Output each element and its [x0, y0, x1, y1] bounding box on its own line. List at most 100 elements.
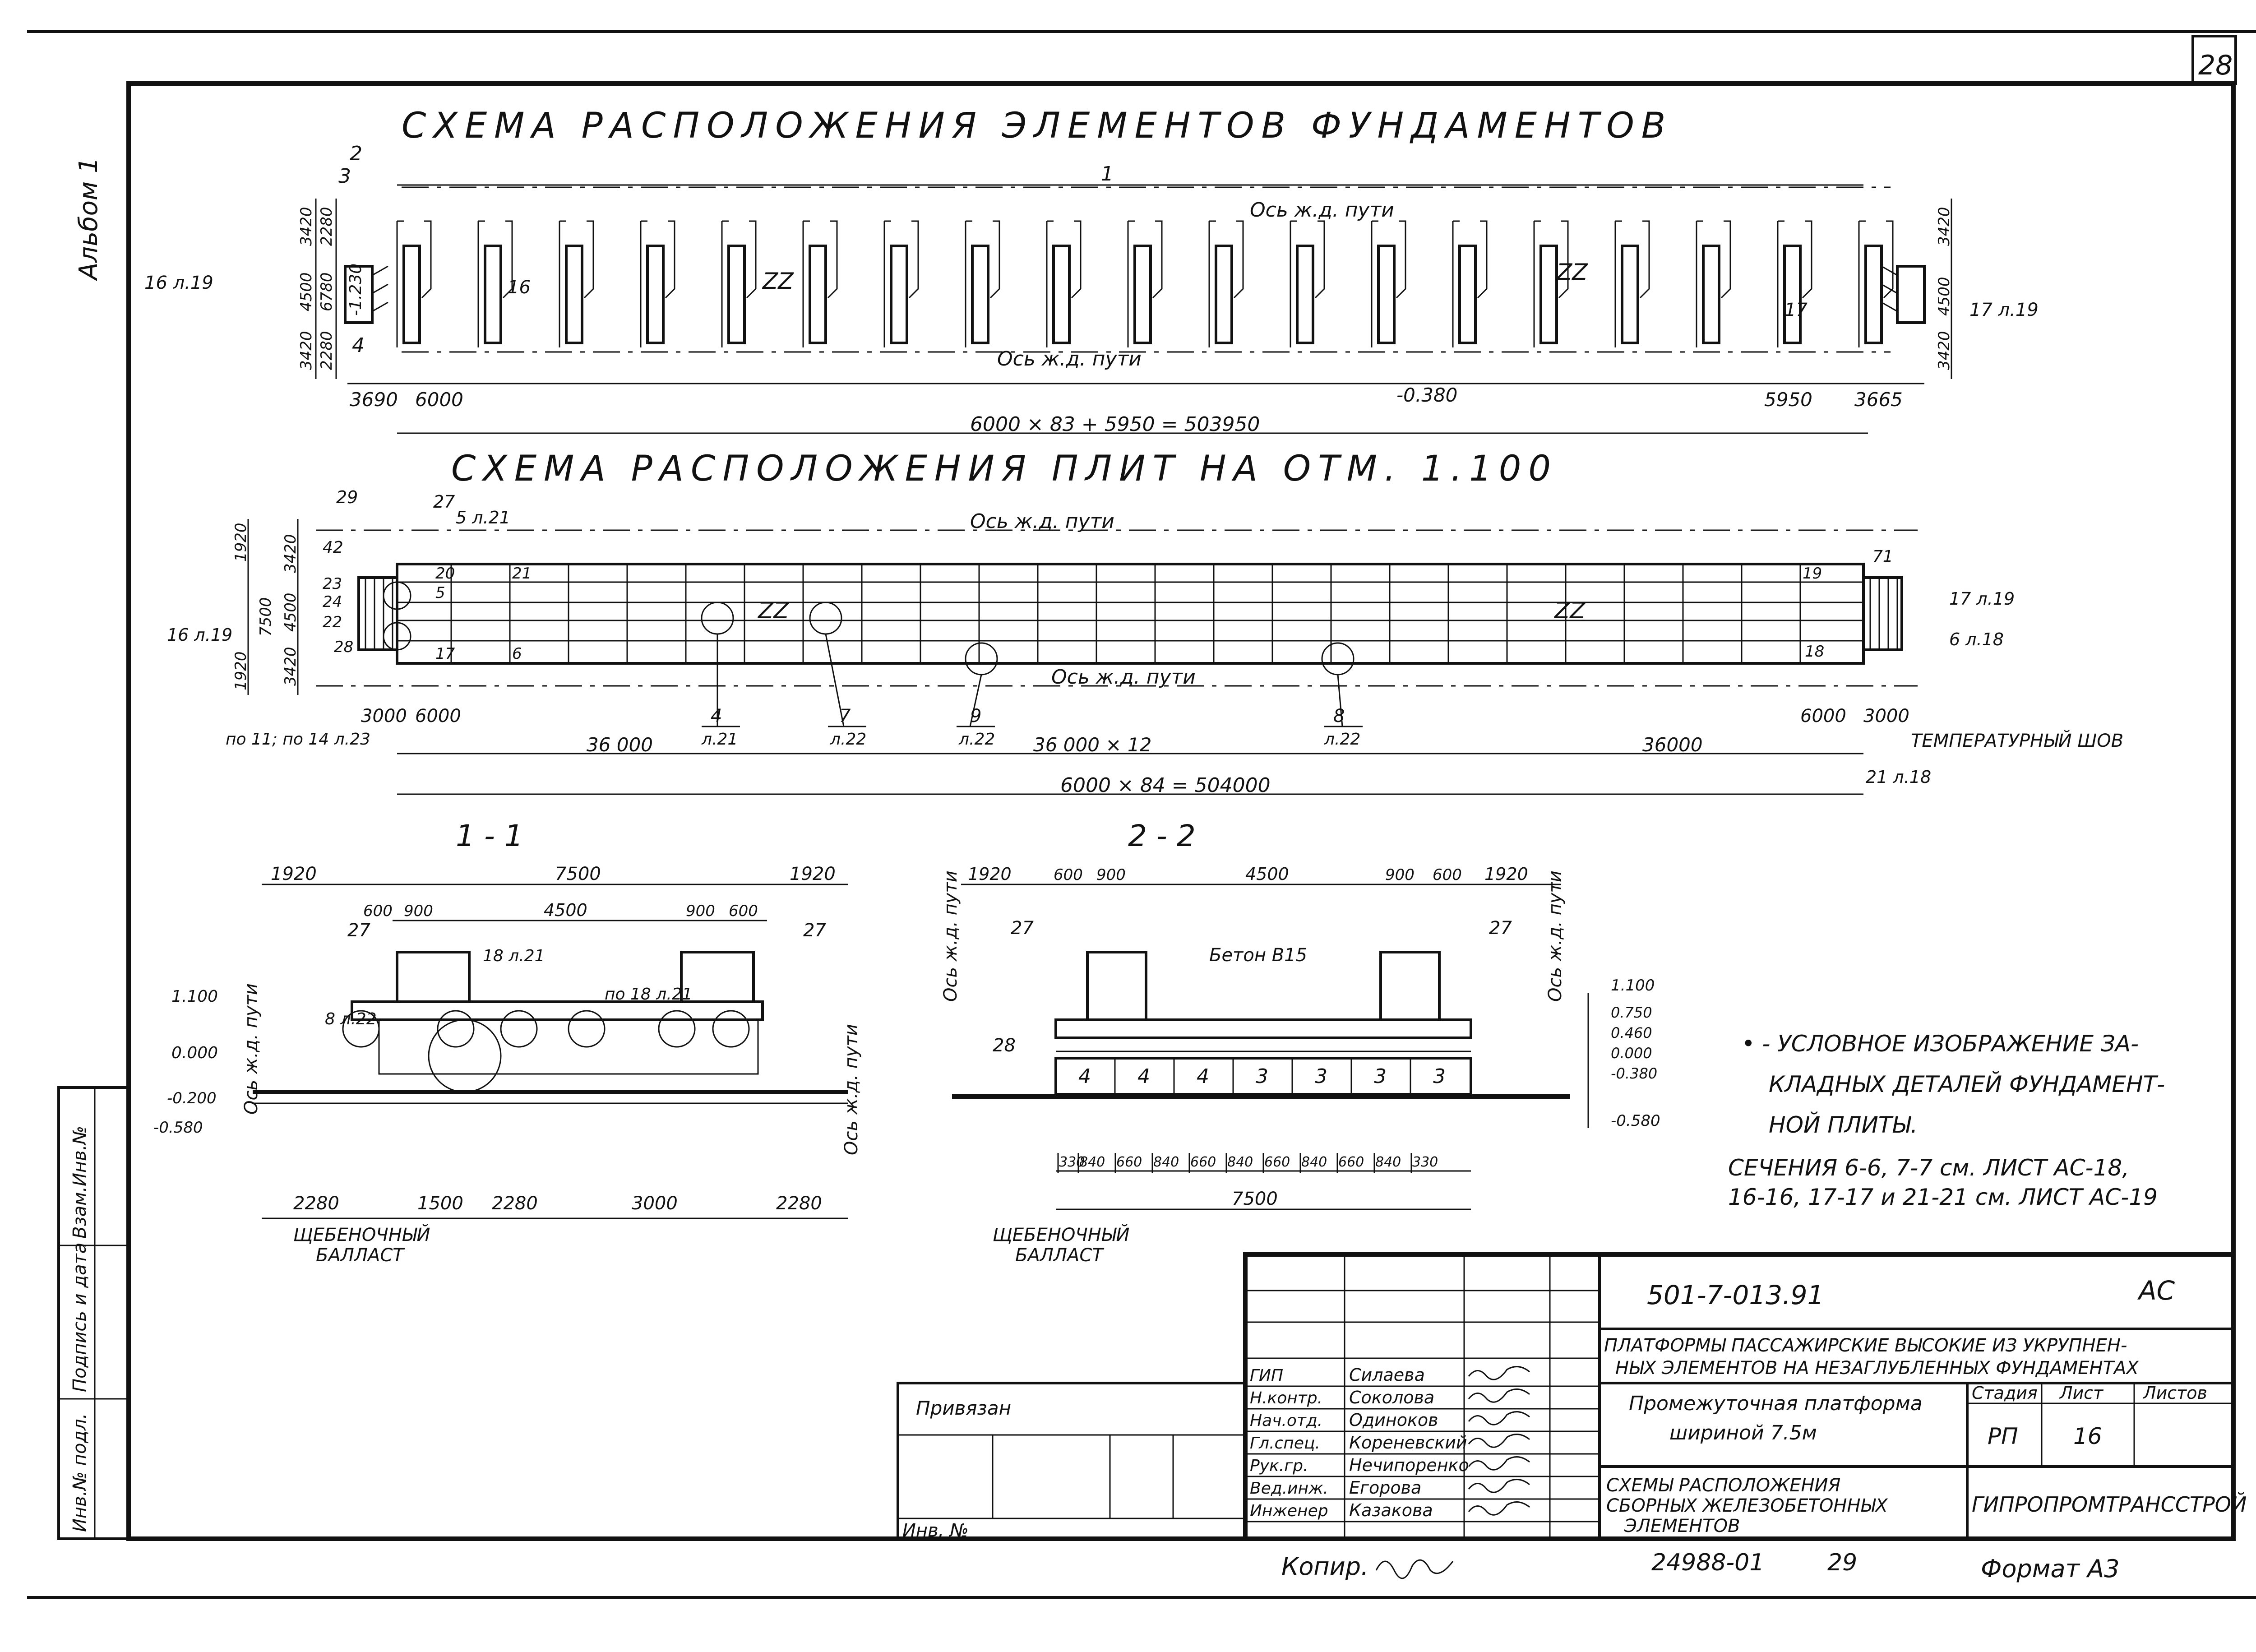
plan2-dim-4: 36000 [1642, 734, 1703, 756]
foundation-pad [1127, 220, 1163, 347]
end-block-left [344, 265, 388, 324]
end-hatch-left [357, 576, 411, 651]
svg-text:2280: 2280 [318, 207, 336, 246]
svg-text:-0.580: -0.580 [1611, 1112, 1660, 1130]
plan1-label-3: 3 [338, 165, 351, 188]
svg-text:1920: 1920 [232, 651, 250, 690]
signature [1468, 1501, 1530, 1516]
tb-role: Рук.гр. [1250, 1457, 1308, 1475]
svg-text:0.460: 0.460 [1611, 1024, 1652, 1041]
plan2-axis-bottom: Ось ж.д. пути [1051, 666, 1196, 689]
svg-text:22: 22 [323, 613, 342, 631]
callout-9-sheet: л.22 [958, 730, 995, 749]
end-hatch-right [1862, 576, 1903, 651]
section11-axis-left: Ось ж.д. пути [241, 983, 262, 1115]
svg-text:1920: 1920 [1484, 864, 1528, 884]
bottom-dim: 840 [1153, 1154, 1179, 1170]
section11-dim-2: 1920 [790, 864, 836, 884]
section11-level-1: 0.000 [171, 1044, 218, 1062]
signature [1468, 1366, 1530, 1380]
svg-text:4500: 4500 [1935, 277, 1953, 316]
svg-text:6: 6 [512, 645, 522, 663]
plan1-axis-top: Ось ж.д. пути [1250, 199, 1394, 222]
svg-text:7500: 7500 [257, 597, 275, 636]
signature [1468, 1434, 1530, 1448]
svg-text:0.750: 0.750 [1611, 1004, 1652, 1021]
tb-doc-code: 501-7-013.91 [1647, 1280, 1824, 1310]
tb-project-2: НЫХ ЭЛЕМЕНТОВ НА НЕЗАГЛУБЛЕННЫХ ФУНДАМЕН… [1615, 1358, 2139, 1379]
tb-archive: 24988-01 [1651, 1549, 1764, 1576]
slab-plan: СХЕМА РАСПОЛОЖЕНИЯ ПЛИТ НА ОТМ. 1.100 Ос… [167, 449, 2123, 797]
svg-text:1920: 1920 [232, 523, 250, 562]
foundation-pad [1046, 220, 1082, 347]
plan1-label-4: 4 [352, 334, 365, 357]
svg-text:19: 19 [1803, 565, 1822, 583]
plan1-right-dims: 3420 4500 3420 [1935, 199, 1953, 379]
svg-text:3420: 3420 [282, 534, 300, 573]
foundation-block-label: 3 [1256, 1065, 1268, 1088]
sections-note-2: 16-16, 17-17 и 21-21 см. ЛИСТ АС-19 [1728, 1184, 2158, 1210]
foundation-pad [802, 220, 838, 347]
foundation-pad [477, 220, 513, 347]
signature [1468, 1411, 1530, 1425]
section-1-1: 1 - 1 1920 7500 1920 600 900 4500 900 60… [153, 819, 862, 1266]
callout-8-num: 8 [1333, 706, 1345, 727]
section22-label-28: 28 [993, 1035, 1016, 1056]
plan1-dim-1: 6000 [415, 389, 463, 411]
plan2-callout-circles [701, 602, 1363, 727]
svg-text:17: 17 [435, 645, 455, 663]
svg-text:2280: 2280 [776, 1193, 822, 1214]
section11-dim-1: 7500 [555, 864, 601, 884]
svg-text:ZZ: ZZ [762, 268, 794, 294]
foundation-block-label: 3 [1374, 1065, 1387, 1088]
section22-label-27l: 27 [1011, 918, 1034, 939]
side-stamp-replace: Взам.Инв.№ [69, 1126, 90, 1239]
plan2-dim-6: 3000 [1863, 706, 1909, 727]
svg-text:23: 23 [323, 575, 342, 593]
svg-text:24: 24 [323, 593, 342, 611]
slab-strip [396, 563, 1865, 665]
svg-text:-0.380: -0.380 [1611, 1065, 1657, 1082]
section22-ballast-1: ЩЕБЕНОЧНЫЙ [993, 1224, 1129, 1245]
section11-level-2: -0.200 [167, 1089, 217, 1107]
foundation-block-label: 4 [1197, 1065, 1209, 1088]
plan1-level-left: -1.230 [347, 264, 365, 316]
plan1-label-16: 16 [508, 277, 531, 298]
embed-detail [568, 1010, 606, 1048]
tb-role: Инженер [1250, 1502, 1328, 1520]
tb-bound: Привязан [916, 1397, 1011, 1419]
svg-text:42: 42 [323, 538, 343, 557]
svg-text:1.100: 1.100 [1611, 976, 1655, 995]
foundation-pad [559, 220, 594, 347]
svg-text:ZZ: ZZ [1556, 259, 1588, 285]
end-block-right [1881, 265, 1926, 324]
svg-text:600: 600 [729, 902, 758, 920]
tb-name: Силаева [1349, 1365, 1425, 1385]
tb-name: Кореневский [1349, 1433, 1467, 1453]
embed-circles [342, 1010, 750, 1048]
svg-text:5: 5 [435, 584, 445, 602]
plan2-ref-right-17: 17 л.19 [1949, 589, 2015, 609]
section11-level-0: 1.100 [171, 987, 218, 1006]
foundation-pad [640, 220, 675, 347]
svg-text:3420: 3420 [297, 207, 315, 246]
notes: • - УСЛОВНОЕ ИЗОБРАЖЕНИЕ ЗА- КЛАДНЫХ ДЕТ… [1728, 1031, 2165, 1210]
svg-text:ZZ: ZZ [1553, 597, 1586, 624]
tb-inv: Инв. № [902, 1520, 969, 1541]
svg-text:6780: 6780 [318, 272, 336, 311]
plan1-label-17: 17 [1784, 300, 1808, 320]
svg-text:1500: 1500 [417, 1193, 463, 1214]
tb-role: Вед.инж. [1250, 1479, 1328, 1498]
plan1-label-1: 1 [1101, 162, 1114, 185]
plan2-temp-joint: ТЕМПЕРАТУРНЫЙ ШОВ [1911, 730, 2123, 751]
tb-name: Казакова [1349, 1500, 1433, 1520]
svg-text:27: 27 [433, 492, 455, 512]
foundation-pad [965, 220, 1000, 347]
tb-stage-label: Стадия [1972, 1383, 2038, 1403]
svg-text:27: 27 [803, 920, 826, 941]
plan1-ref-right: 17 л.19 [1969, 300, 2039, 320]
copier-signature [1375, 1559, 1454, 1579]
